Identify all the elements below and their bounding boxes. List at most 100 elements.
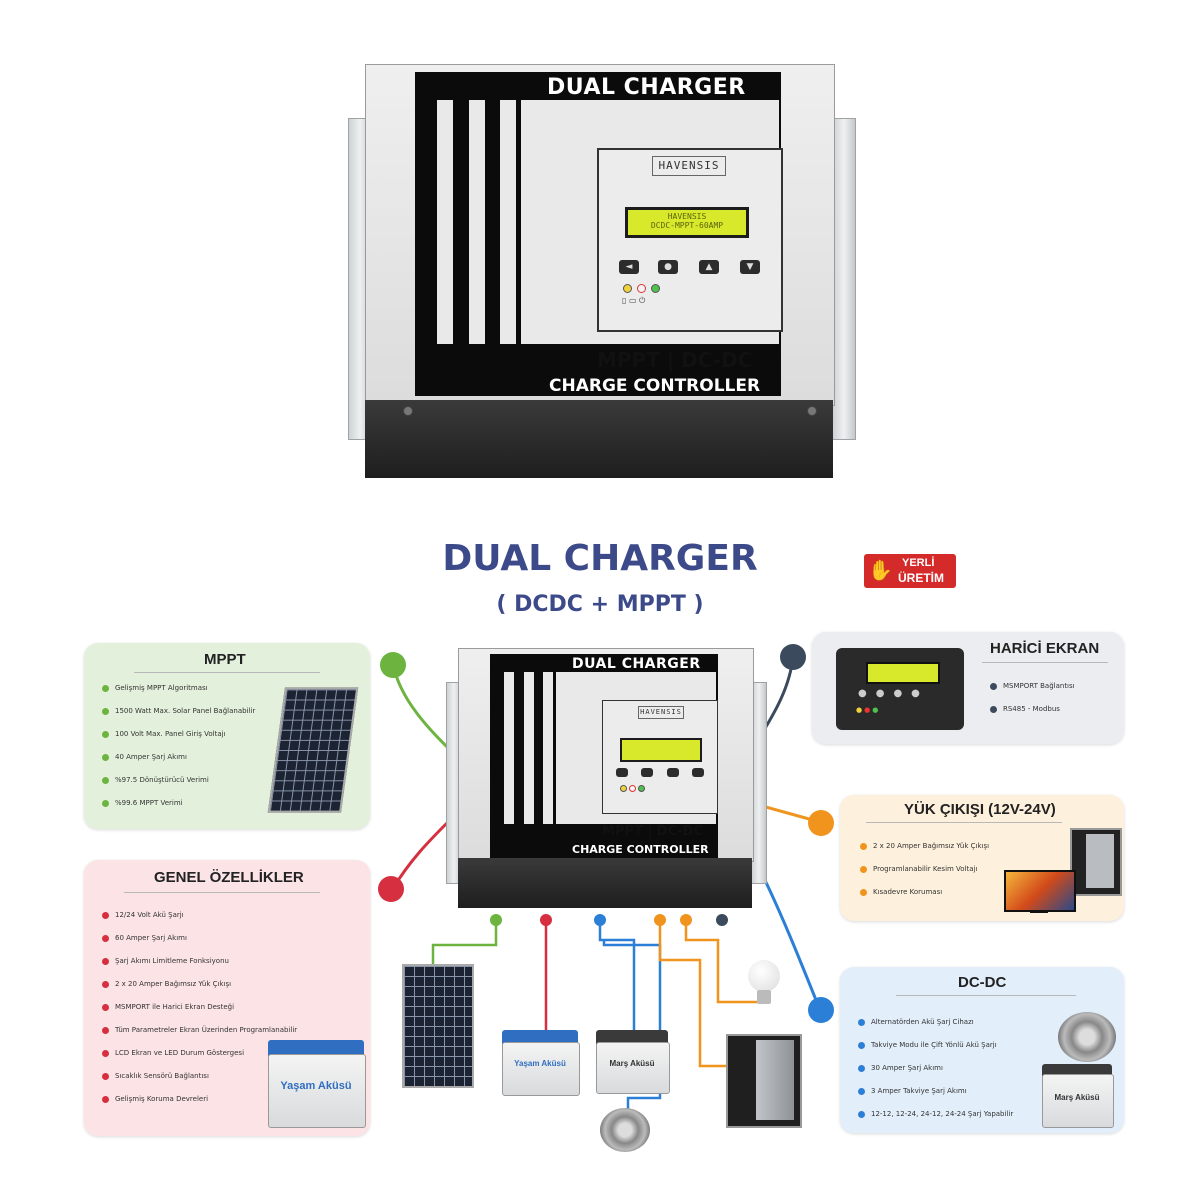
yasam-battery-image [268,1054,366,1128]
lcd-line-1: HAVENSIS [667,212,707,221]
left-button[interactable]: ◄ [619,260,639,274]
yuk-panel-title: YÜK ÇIKIŞI (12V-24V) [904,801,1056,818]
device-caption-line1: MPPT | DC-DC [602,824,704,839]
page-title: DUAL CHARGER [442,538,758,579]
device-title: DUAL CHARGER [547,75,746,100]
device-lcd-screen [620,738,702,762]
external-display-buttons: ●●●● [858,688,929,699]
device-stripe [500,100,516,344]
device-stripe [437,100,453,344]
dcdc-item: 12-12, 12-24, 24-12, 24-24 Şarj Yapabili… [858,1110,1013,1118]
mppt-item: %97.5 Dönüştürücü Verimi [102,776,209,784]
dcdc-item: 3 Amper Takviye Şarj Akımı [858,1087,967,1095]
status-led-red [637,284,646,293]
dcdc-panel-rule [896,995,1076,996]
terminal-dot-red [540,914,552,926]
mars-battery-bottom-image [596,1042,670,1094]
yasam-battery-bottom-image [502,1042,580,1096]
harici-item: MSMPORT Bağlantısı [990,682,1075,690]
terminal-dot-navy [716,914,728,926]
external-display-lcd [866,662,940,684]
mppt-item: 40 Amper Şarj Akımı [102,753,187,761]
mppt-item: %99.6 MPPT Verimi [102,799,183,807]
yuk-item: 2 x 20 Amper Bağımsız Yük Çıkışı [860,842,989,850]
up-button[interactable] [667,768,679,777]
light-bulb-base [757,990,771,1004]
alternator-image [1058,1012,1116,1062]
yuk-connector-dot [808,810,834,836]
harici-panel-title: HARİCİ EKRAN [990,640,1100,657]
device-diagram-center: DUAL CHARGER HAVENSIS MPPT | DC-DC CHARG… [446,646,767,910]
battery-lid [502,1030,578,1044]
device-brand-logo: HAVENSIS [652,156,726,176]
mini-fridge-door [1086,834,1114,888]
device-photo-top: DUAL CHARGER HAVENSIS HAVENSIS DCDC-MPPT… [345,60,856,480]
status-led-green [651,284,660,293]
terminal-dot-orange [654,914,666,926]
terminal-dot-blue [594,914,606,926]
harici-panel-rule [982,662,1108,663]
up-button[interactable]: ▲ [699,260,719,274]
lcd-line-2: DCDC-MPPT-60AMP [650,220,724,230]
yuk-panel-rule [866,822,1062,823]
device-stripe [469,100,485,344]
genel-item: 12/24 Volt Akü Şarjı [102,911,184,919]
device-caption-line2: CHARGE CONTROLLER [549,376,761,396]
badge-line2: ÜRETİM [898,571,944,585]
genel-connector-dot [378,876,404,902]
down-button[interactable] [692,768,704,777]
screw [403,406,413,416]
dcdc-item: Alternatörden Akü Şarj Cihazı [858,1018,974,1026]
device-brand-logo: HAVENSIS [638,706,684,719]
device-control-panel [597,148,783,332]
solar-panel-bottom-image [402,964,474,1088]
left-button[interactable] [616,768,628,777]
badge-line1: YERLİ [902,557,935,569]
genel-item: LCD Ekran ve LED Durum Göstergesi [102,1049,244,1057]
genel-item: Şarj Akımı Limitleme Fonksiyonu [102,957,229,965]
external-display-leds: ●●● [856,706,881,714]
genel-item: 2 x 20 Amper Bağımsız Yük Çıkışı [102,980,231,988]
dcdc-connector-dot [808,997,834,1023]
battery-label: Marş Aküsü [1054,1093,1100,1102]
genel-item: Gelişmiş Koruma Devreleri [102,1095,208,1103]
handshake-icon: ✋ [868,560,893,582]
dcdc-panel-title: DC-DC [958,974,1007,991]
status-led-green [638,785,645,792]
light-bulb-image [748,960,780,992]
device-terminal-cover [365,400,833,478]
device-lcd-screen: HAVENSIS DCDC-MPPT-60AMP [625,207,749,238]
harici-item: RS485 - Modbus [990,705,1060,713]
genel-item: Tüm Parametreler Ekran Üzerinden Program… [102,1026,297,1034]
battery-label: Marş Aküsü [609,1059,655,1068]
tv-image [1004,870,1076,912]
ok-button[interactable] [641,768,653,777]
battery-label: Yaşam Aküsü [280,1080,352,1092]
battery-lid [1042,1064,1112,1076]
yuk-item: Programlanabilir Kesim Voltajı [860,865,977,873]
genel-item: MSMPORT ile Harici Ekran Desteği [102,1003,234,1011]
battery-label: Yaşam Aküsü [514,1059,566,1068]
mppt-panel-title: MPPT [204,651,246,668]
mini-fridge-bottom-door [756,1040,794,1120]
device-caption-line2: CHARGE CONTROLLER [572,843,709,856]
mppt-connector-dot [380,652,406,678]
mppt-item: 100 Volt Max. Panel Giriş Voltajı [102,730,226,738]
battery-lid [268,1040,364,1056]
down-button[interactable]: ▼ [740,260,760,274]
device-stripe [504,672,514,824]
mars-battery-image [1042,1074,1114,1128]
terminal-dot-green [490,914,502,926]
status-led-yellow [620,785,627,792]
dcdc-item: 30 Amper Şarj Akımı [858,1064,943,1072]
ok-button[interactable]: ● [658,260,678,274]
tv-stand [1030,910,1048,913]
genel-item: 60 Amper Şarj Akımı [102,934,187,942]
yerli-uretim-badge: ✋ YERLİ ÜRETİM [864,554,956,588]
page-subtitle: ( DCDC + MPPT ) [496,592,704,617]
led-icons: ▯ ▭ ⏻ [622,296,646,305]
genel-panel-title: GENEL ÖZELLİKLER [154,869,304,886]
screw [807,406,817,416]
genel-panel-rule [124,892,320,893]
device-stripe [524,672,534,824]
